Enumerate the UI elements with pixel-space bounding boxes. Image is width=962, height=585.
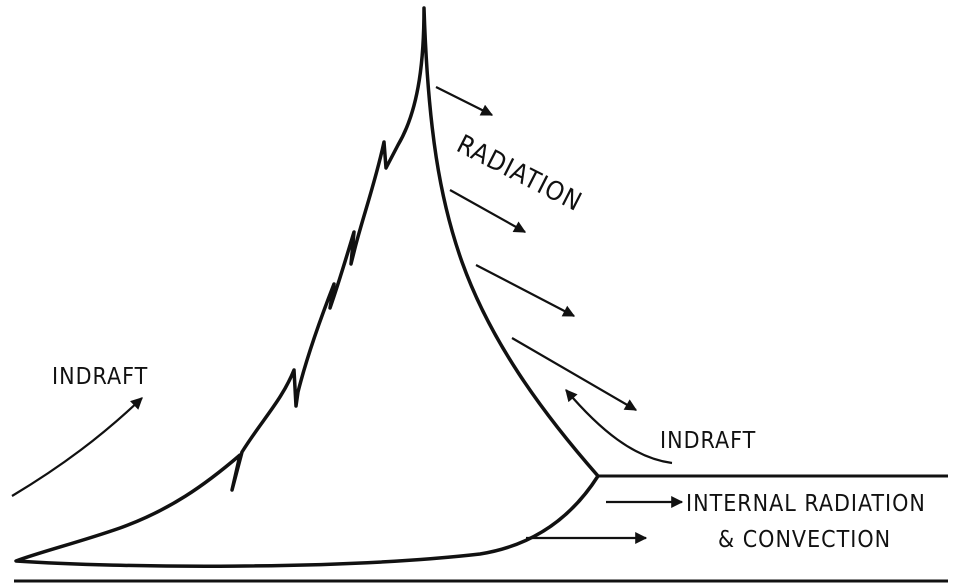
radiation-arrow-1 [435,86,494,116]
internal-radiation-label: INTERNAL RADIATION [686,491,926,517]
indraft-right-label: INDRAFT [660,428,756,454]
convection-label: & CONVECTION [718,527,891,553]
indraft-right-arrow [565,389,673,465]
radiation-label: RADIATION [452,130,587,219]
indraft-left-arrow [11,397,143,497]
flame-outline [14,6,600,568]
radiation-arrow-4 [511,337,638,411]
indraft-left-label: INDRAFT [52,364,148,390]
radiation-arrow-2 [449,189,527,233]
radiation-arrow-3 [475,264,576,317]
